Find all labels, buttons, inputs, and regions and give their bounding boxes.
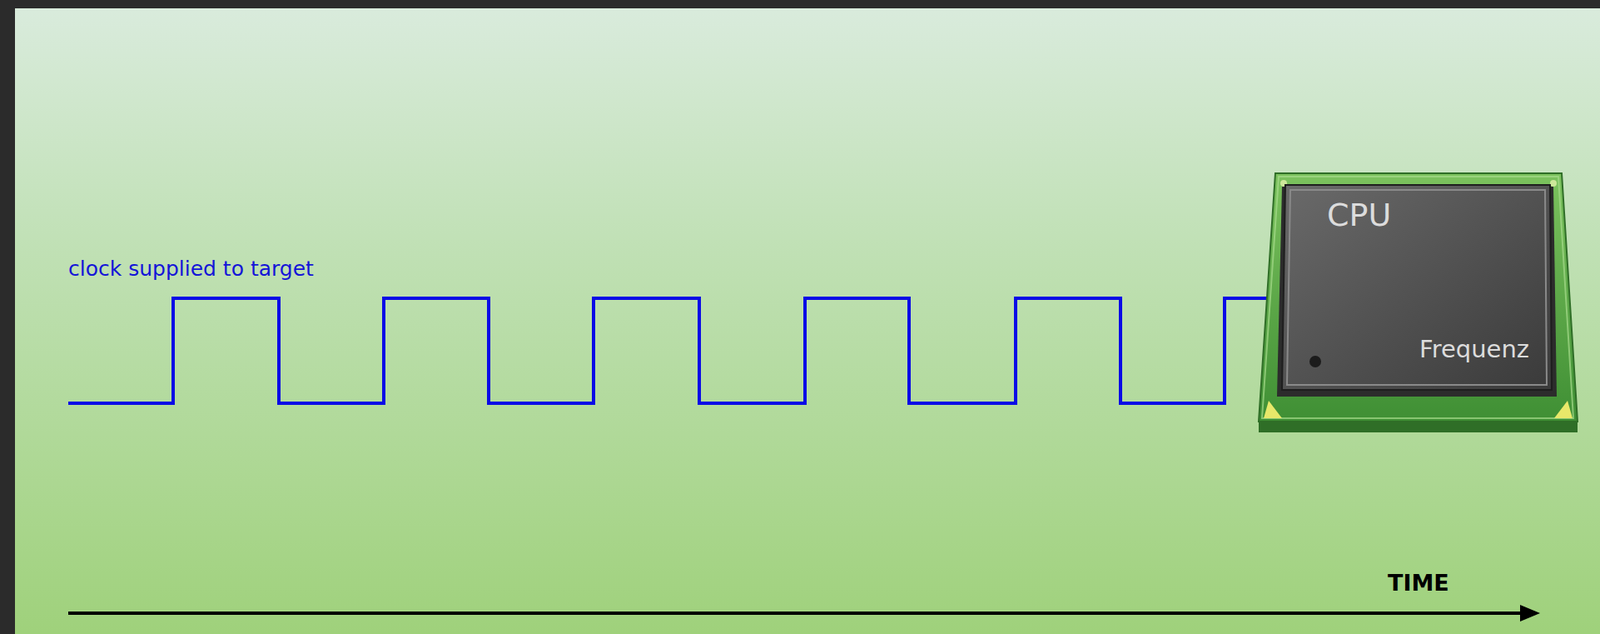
clock-waveform: [68, 298, 1274, 403]
cpu-chip: CPU Frequenz: [1257, 171, 1580, 434]
chip-outline: [1257, 171, 1580, 434]
chip-sublabel: Frequenz: [1419, 334, 1530, 363]
signal-label: clock supplied to target: [68, 256, 314, 281]
axis-label: TIME: [1387, 569, 1450, 596]
chip-label: CPU: [1326, 196, 1392, 234]
time-axis: [68, 611, 1524, 615]
time-arrowhead: [1520, 604, 1541, 622]
